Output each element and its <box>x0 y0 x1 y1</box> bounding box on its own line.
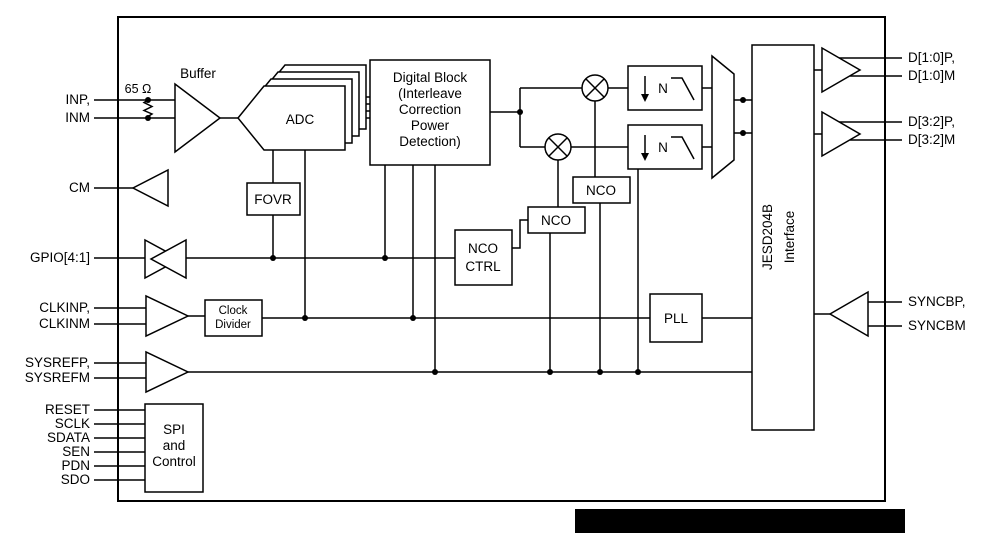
digital-label-5: Detection) <box>399 134 461 149</box>
adc-stack: ADC <box>237 64 367 151</box>
pin-label-sen: SEN <box>62 444 90 459</box>
clock-divider-label-1: Clock <box>219 305 248 317</box>
pin-label-sysrefm: SYSREFM <box>25 370 90 385</box>
cm-driver <box>131 168 169 208</box>
clock-divider-label-2: Divider <box>215 319 251 331</box>
pin-label-syncbm: SYNCBM <box>908 318 966 333</box>
adc-core-1 <box>237 85 346 151</box>
syncb-receiver <box>828 290 869 338</box>
pin-label-cm: CM <box>69 180 90 195</box>
dec2-label: N <box>658 140 668 155</box>
chip-outline <box>117 16 886 502</box>
jesd-label-1: JESD204B <box>760 204 775 270</box>
clkin-buffer <box>145 294 190 338</box>
pin-label-pdn: PDN <box>61 458 90 473</box>
decimation-filter-2: N <box>627 124 703 170</box>
dec1-response-curve <box>671 77 695 101</box>
nco-ctrl-label-2: CTRL <box>465 259 501 274</box>
clock-divider-block <box>204 299 263 337</box>
pin-label-d32p: D[3:2]P, <box>908 114 955 129</box>
pin-label-reset: RESET <box>45 402 90 417</box>
signal-wires <box>94 57 902 481</box>
buffer-amp <box>174 82 222 154</box>
mixer-1 <box>581 74 609 102</box>
pin-label-d32m: D[3:2]M <box>908 132 955 147</box>
mixer-2-cross <box>548 137 568 157</box>
pll-label: PLL <box>664 311 689 326</box>
gpio-buffer-left <box>149 238 187 280</box>
output-mux <box>711 54 735 180</box>
jesd-label-2: Interface <box>782 211 797 264</box>
digital-block <box>369 59 491 166</box>
buffer-label: Buffer <box>180 66 216 81</box>
d32-driver <box>821 110 862 158</box>
pin-label-sysrefp: SYSREFP, <box>25 355 90 370</box>
digital-label-2: (Interleave <box>398 86 462 101</box>
nco2-block <box>527 206 586 234</box>
pin-label-d10m: D[1:0]M <box>908 68 955 83</box>
spi-block <box>144 403 204 493</box>
pin-label-sclk: SCLK <box>55 416 90 431</box>
nco-ctrl-label-1: NCO <box>468 241 498 256</box>
pin-label-d10p: D[1:0]P, <box>908 50 955 65</box>
nco-ctrl-block <box>454 229 513 286</box>
jesd204b-block <box>751 44 815 431</box>
pin-label-clkinp: CLKINP, <box>39 300 90 315</box>
junction-dots <box>145 97 746 375</box>
digital-label-3: Correction <box>399 102 461 117</box>
dec1-label: N <box>658 81 668 96</box>
pin-label-sdata: SDATA <box>47 430 90 445</box>
spi-label-3: Control <box>152 454 196 469</box>
pin-label-syncbp: SYNCBP, <box>908 294 966 309</box>
fovr-block <box>246 182 301 216</box>
dec2-arrow-head <box>641 153 649 161</box>
d10-driver <box>821 46 862 94</box>
dec1-arrow-head <box>641 94 649 102</box>
pll-block <box>649 293 703 343</box>
pin-label-gpio: GPIO[4:1] <box>30 250 90 265</box>
termination-label: 65 Ω <box>125 82 152 96</box>
adc-label: ADC <box>286 112 315 127</box>
nco1-label: NCO <box>586 183 616 198</box>
digital-label-1: Digital Block <box>393 70 468 85</box>
pin-label-inm: INM <box>65 110 90 125</box>
dec2-response-curve <box>671 136 695 160</box>
nco1-block <box>572 176 631 204</box>
pin-label-clkinm: CLKINM <box>39 316 90 331</box>
decimation-filter-1: N <box>627 65 703 111</box>
fovr-label: FOVR <box>254 192 292 207</box>
mixer-2 <box>544 133 572 161</box>
spi-label-2: and <box>163 438 186 453</box>
gpio-buffer <box>144 238 187 280</box>
nco2-label: NCO <box>541 213 571 228</box>
digital-block-label: Digital Block (Interleave Correction Pow… <box>393 70 468 149</box>
pin-label-inp: INP, <box>65 92 90 107</box>
pin-label-sdo: SDO <box>61 472 90 487</box>
left-pin-labels: INP, INM CM GPIO[4:1] CLKINP, CLKINM SYS… <box>25 92 90 487</box>
right-pin-labels: D[1:0]P, D[1:0]M D[3:2]P, D[3:2]M SYNCBP… <box>908 50 966 333</box>
digital-label-4: Power <box>411 118 450 133</box>
redacted-bar <box>575 509 905 533</box>
spi-label-1: SPI <box>163 422 185 437</box>
mixer-1-cross <box>585 78 605 98</box>
wire-ncoctrl-nco <box>512 219 528 249</box>
sysref-buffer <box>145 350 190 394</box>
